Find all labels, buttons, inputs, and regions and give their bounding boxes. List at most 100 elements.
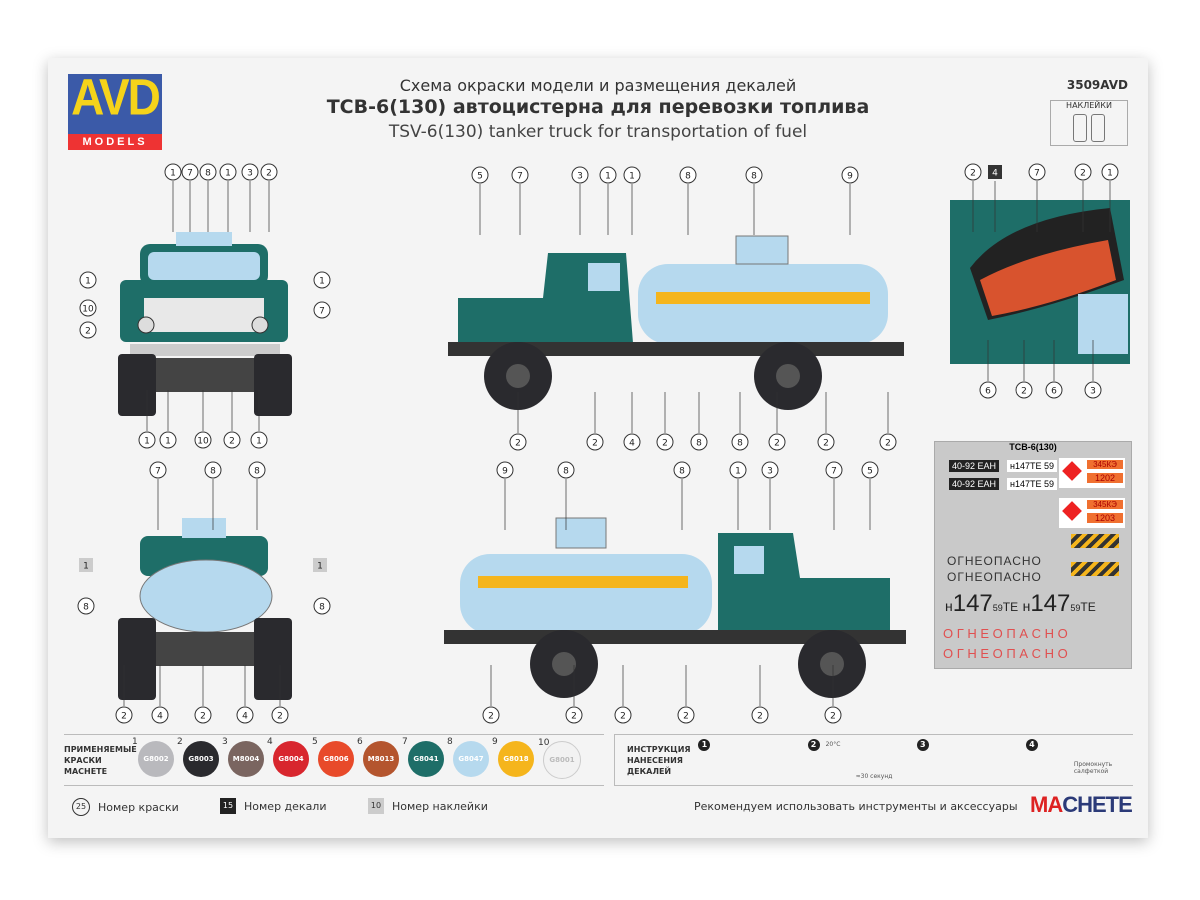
callout-number: 1 — [629, 172, 635, 182]
paint-callout-icon — [761, 461, 779, 479]
callout-number: 2 — [885, 439, 891, 449]
paint-index: 1 — [132, 737, 138, 747]
title-ru: ТСВ-6(130) автоцистерна для перевозки то… — [326, 96, 870, 118]
paint-callout-icon — [159, 431, 177, 449]
paint-index: 9 — [492, 737, 498, 747]
paint-callout-icon — [841, 166, 859, 184]
decal-number-badge — [79, 558, 93, 572]
paint-callout-icon — [151, 706, 169, 724]
decal-box-icon: 15 — [220, 798, 236, 814]
paint-callout-icon — [731, 433, 749, 451]
logo-text: AVD — [71, 68, 161, 126]
hazard-diamond-icon — [1062, 461, 1082, 481]
decal-plate-white: н147ТЕ 59 — [1007, 478, 1057, 490]
callout-number: 8 — [685, 172, 691, 182]
paint-code: G8006 — [323, 755, 349, 763]
sticker-box-icon: 10 — [368, 798, 384, 814]
callout-number: 2 — [515, 439, 521, 449]
decal-plate-small: 40-92 ЕАН — [949, 478, 1000, 490]
rear-view — [118, 518, 292, 700]
callout-number: 2 — [757, 712, 763, 722]
step-blot: Промокнуть салфеткой — [1073, 761, 1113, 775]
callout-number: 2 — [620, 712, 626, 722]
hazard-un: 1202 — [1087, 473, 1123, 483]
step-number: 2 — [807, 739, 820, 751]
paint-callout-icon — [1084, 381, 1102, 399]
decal-sheet: ТСВ-6(130) 40-92 ЕАН 40-92 ЕАН н147ТЕ 59… — [934, 441, 1132, 669]
sticker-slot — [1073, 114, 1087, 142]
machete-logo: MACHETE — [1030, 792, 1133, 818]
paint-callout-icon — [313, 301, 331, 319]
decal-stripes — [1071, 534, 1119, 548]
callout-number: 9 — [847, 172, 853, 182]
paint-callout-icon — [511, 166, 529, 184]
callout-number: 2 — [266, 169, 272, 179]
callout-number: 1 — [225, 169, 231, 179]
callout-number: 7 — [831, 467, 837, 477]
callout-number: 6 — [1051, 387, 1057, 397]
plate-letter: н — [1022, 598, 1031, 614]
callout-number: 7 — [155, 467, 161, 477]
callout-number: 8 — [254, 467, 260, 477]
paint-callout-icon — [313, 271, 331, 289]
plate-number: 147 — [952, 590, 993, 617]
paint-callout-icon — [149, 461, 167, 479]
paint-callout-icon — [194, 706, 212, 724]
callout-number: 7 — [187, 169, 193, 179]
callout-number: 10 — [82, 305, 94, 315]
callout-number: 2 — [592, 439, 598, 449]
callout-number: 1 — [170, 169, 176, 179]
stickers-label: НАКЛЕЙКИ — [1066, 101, 1112, 110]
paint-callout-icon — [181, 163, 199, 181]
decal-number-badge — [988, 165, 1002, 179]
paint-callout-icon — [79, 321, 97, 339]
paint-callout-icon — [138, 431, 156, 449]
callout-number: 1 — [735, 467, 741, 477]
paint-callout-icon — [824, 706, 842, 724]
callout-number: 8 — [205, 169, 211, 179]
paint-callout-icon — [964, 163, 982, 181]
recommend-text: Рекомендуем использовать инструменты и а… — [694, 800, 1018, 813]
step-number: 4 — [1025, 739, 1038, 751]
callout-number: 8 — [83, 603, 89, 613]
paint-code: G8041 — [413, 755, 439, 763]
callout-number: 2 — [200, 712, 206, 722]
paint-callout-icon — [496, 461, 514, 479]
paint-callout-icon — [679, 166, 697, 184]
callout-number: 8 — [737, 439, 743, 449]
stickers-box: НАКЛЕЙКИ — [1050, 100, 1128, 146]
paint-callout-icon — [219, 163, 237, 181]
callout-number: 2 — [1021, 387, 1027, 397]
callout-number: 1 — [1107, 169, 1113, 179]
callout-number: 2 — [774, 439, 780, 449]
callout-number: 8 — [210, 467, 216, 477]
paint-callout-icon — [271, 706, 289, 724]
paint-code: G8047 — [458, 755, 484, 763]
decal-plate-small: 40-92 ЕАН — [949, 460, 1000, 472]
decal-warning-red: О Г Н Е О П А С Н О — [943, 646, 1068, 661]
instruction-step: 3 — [915, 737, 1024, 783]
callout-number: 5 — [477, 172, 483, 182]
callout-number: 2 — [830, 712, 836, 722]
paint-callout-icon — [313, 597, 331, 615]
callout-number: 4 — [992, 169, 998, 179]
callout-number: 7 — [319, 307, 325, 317]
cab-interior-detail — [950, 200, 1130, 364]
paint-callout-icon — [79, 299, 97, 317]
paint-code: G8004 — [278, 755, 304, 763]
plate-letters: ТЕ — [1002, 600, 1019, 614]
callout-number: 4 — [157, 712, 163, 722]
product-code: 3509AVD — [1066, 78, 1128, 92]
paint-callout-icon — [1101, 163, 1119, 181]
paint-callout-icon — [199, 163, 217, 181]
callout-number: 3 — [1090, 387, 1096, 397]
title-en: TSV-6(130) tanker truck for transportati… — [388, 122, 808, 142]
paint-callout-icon — [241, 163, 259, 181]
paint-callout-icon — [471, 166, 489, 184]
